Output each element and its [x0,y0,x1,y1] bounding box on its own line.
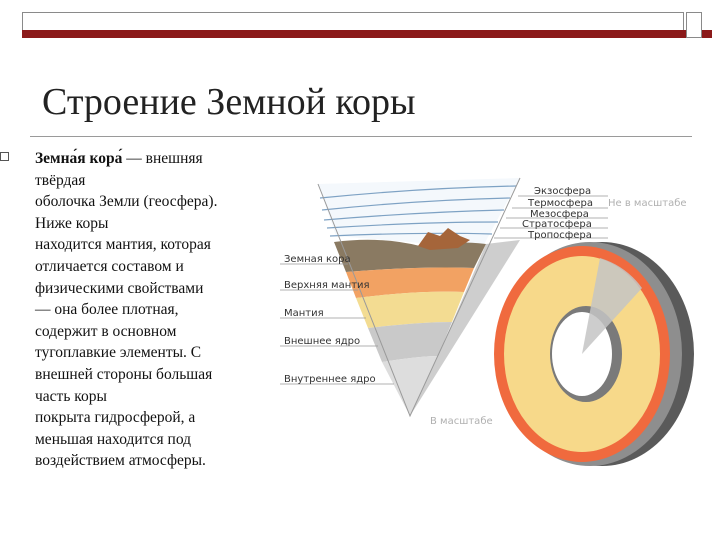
wedge-outline [317,177,521,418]
body-line: внешней стороны большая [35,365,213,383]
mountain-shape [418,228,470,250]
layer-leader-lines [280,263,394,385]
slide-title: Строение Земной коры [42,81,416,123]
body-line: находится мантия, которая [35,236,211,254]
atmosphere-leader-lines [494,195,608,239]
sphere-wedge-cut [582,258,642,354]
atmosphere-line [329,232,493,237]
term-bold: Земна́я кора́ [35,150,123,167]
atmosphere-line [321,197,511,211]
title-underline [30,136,692,137]
atmosphere-line [323,209,505,221]
body-line: твёрдая [35,171,86,189]
wedge-side-face [410,240,520,416]
label-exosphere: Экзосфера [534,186,591,197]
mantle-layer [356,291,464,328]
earth-sphere-cutaway [494,242,694,466]
bullet-square-icon [0,152,9,161]
body-paragraph: Земна́я кора́ — внешняя твёрдая оболочка… [35,148,265,472]
body-line: Ниже коры [35,214,109,232]
label-upper-mantle: Верхняя мантия [284,280,370,291]
upper-mantle-layer [346,267,474,298]
body-line: покрыта гидросферой, а [35,409,196,427]
outer-core-layer [368,322,452,362]
atmosphere-line [319,185,517,199]
accent-rule [22,30,712,38]
body-line: отличается составом и [35,257,184,275]
label-stratosphere: Стратосфера [522,219,592,230]
body-line: тугоплавкие элементы. С [35,344,202,362]
inner-core-layer [382,356,438,416]
atmosphere-line [326,221,499,229]
body-line: — внешняя [122,150,203,167]
body-line: — она более плотная, [35,301,179,319]
label-inner-core: Внутреннее ядро [284,374,376,385]
label-mantle: Мантия [284,308,324,319]
label-not-to-scale: Не в масштабе [608,198,687,209]
label-to-scale: В масштабе [430,416,493,427]
top-decor-bar [22,12,712,38]
corner-decor-box [686,12,702,38]
body-line: воздействием атмосферы. [35,452,206,470]
body-line: оболочка Земли (геосфера). [35,193,218,211]
cross-section-wedge [317,177,521,418]
body-line: содержит в основном [35,322,177,340]
body-line: меньшая находится под [35,430,192,448]
label-thermosphere: Термосфера [527,198,593,209]
body-line: часть коры [35,387,107,405]
label-troposphere: Тропосфера [527,230,592,241]
body-line: физическими свойствами [35,279,204,297]
top-band [22,12,684,30]
label-outer-core: Внешнее ядро [284,336,360,347]
label-crust: Земная кора [284,254,351,265]
crust-layer [334,239,486,272]
earth-structure-diagram: Земная кора Верхняя мантия Мантия Внешне… [280,177,694,466]
label-mesosphere: Мезосфера [530,209,589,220]
